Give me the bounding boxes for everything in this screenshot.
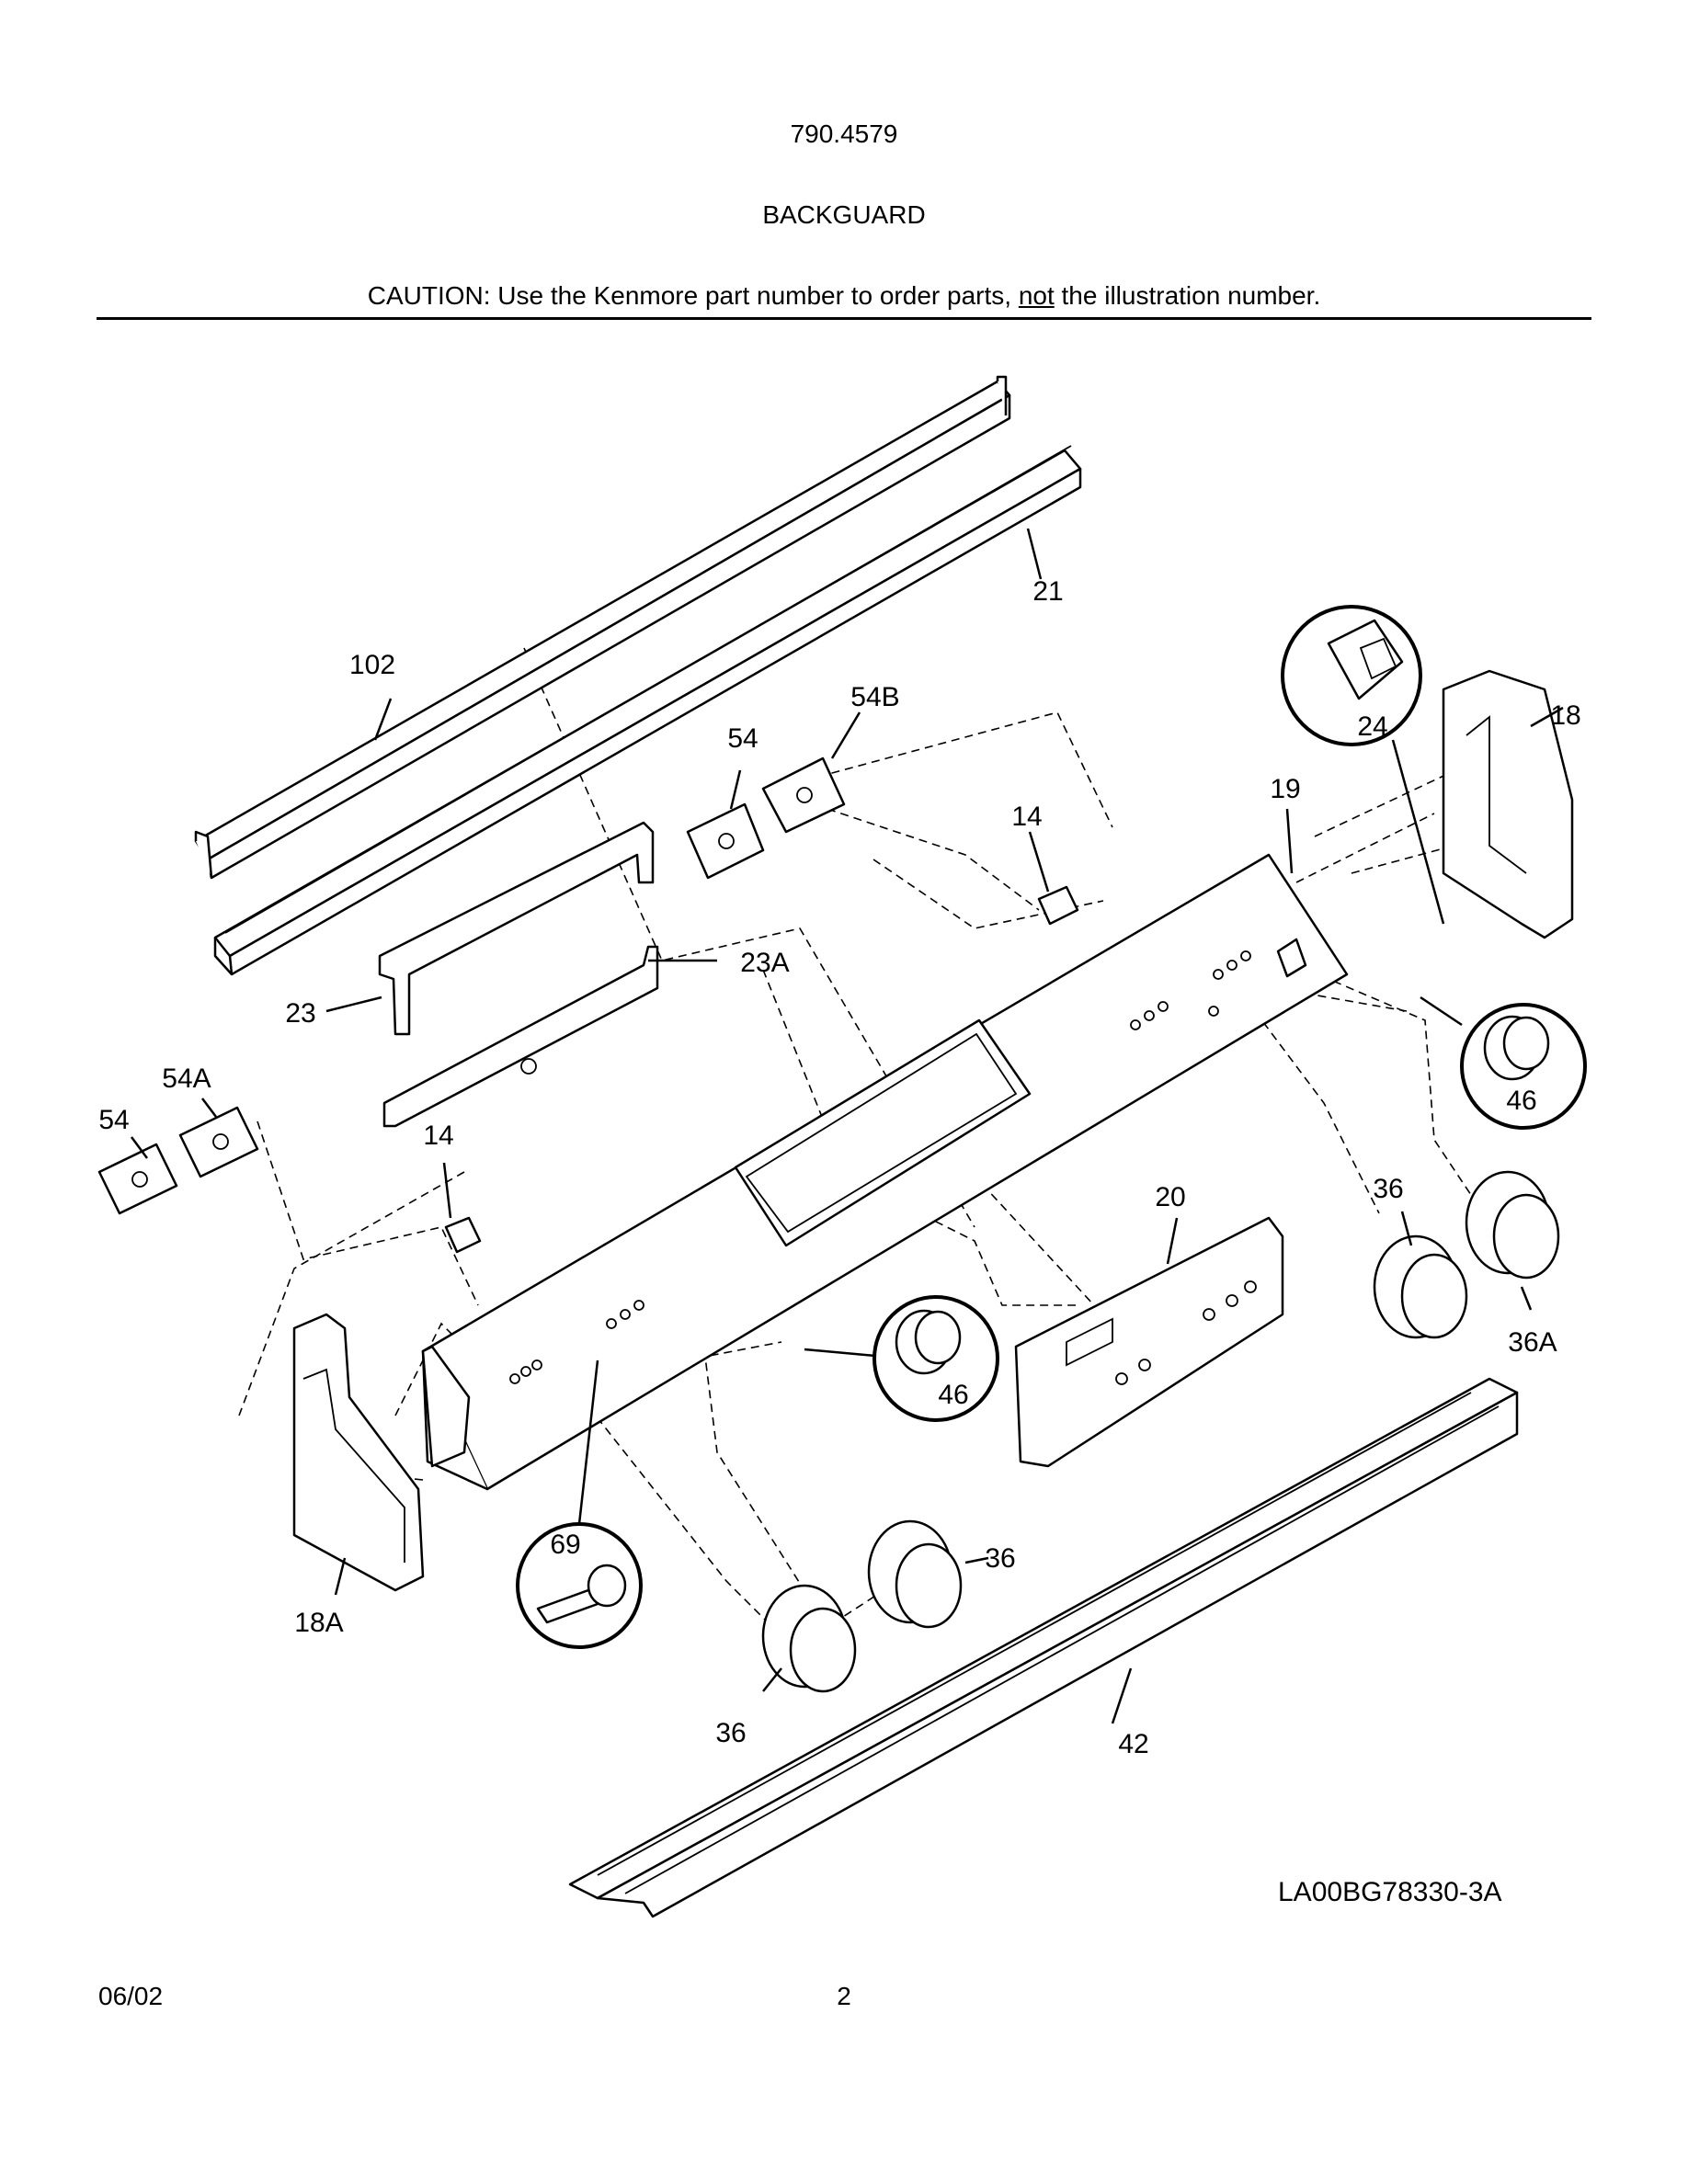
label-part-14-top: 14 <box>1011 802 1042 832</box>
part-23a-bracket <box>382 945 659 1128</box>
footer-date: 06/02 <box>98 1982 164 2010</box>
label-part-36-right: 36 <box>1373 1174 1403 1204</box>
model-number: 790.4579 <box>790 119 898 148</box>
label-part-23a: 23A <box>740 948 789 978</box>
label-part-46-center: 46 <box>938 1380 968 1410</box>
label-part-36a: 36A <box>1508 1327 1557 1358</box>
part-36-knob-center <box>867 1519 963 1629</box>
part-36-knob-bottom <box>761 1584 857 1693</box>
part-21-channel <box>213 445 1082 976</box>
part-102-rail <box>194 375 1011 880</box>
part-14-clip-top <box>1037 885 1079 926</box>
part-18-end-cap <box>1442 669 1574 939</box>
caution-notice: CAUTION: Use the Kenmore part number to … <box>0 281 1688 311</box>
label-part-36-center: 36 <box>985 1543 1015 1574</box>
label-part-24: 24 <box>1357 711 1387 742</box>
part-54a-switch <box>178 1106 259 1178</box>
label-part-36-bottom: 36 <box>715 1718 746 1748</box>
part-36-knob-right <box>1373 1234 1468 1339</box>
page-number: 2 <box>837 1982 851 2010</box>
label-part-69: 69 <box>550 1530 580 1560</box>
label-part-54-top: 54 <box>727 723 758 754</box>
caution-suffix: the illustration number. <box>1054 281 1321 310</box>
callout-24 <box>1281 605 1445 925</box>
label-part-18: 18 <box>1550 700 1580 731</box>
callout-46-center <box>804 1295 999 1422</box>
label-part-21: 21 <box>1032 576 1063 607</box>
caution-emphasis: not <box>1018 281 1055 310</box>
callout-46-right <box>1420 995 1587 1130</box>
label-part-54b: 54B <box>850 682 899 712</box>
part-23-bracket <box>378 821 655 1036</box>
label-part-46-right: 46 <box>1506 1086 1536 1116</box>
label-part-42: 42 <box>1118 1729 1148 1759</box>
callout-69 <box>516 1359 643 1649</box>
label-part-54-left: 54 <box>98 1105 129 1135</box>
label-part-23: 23 <box>285 998 315 1029</box>
part-54-switch-left <box>97 1143 178 1215</box>
part-20-control-board <box>1014 1216 1284 1468</box>
leader-lines <box>130 528 1564 1724</box>
caution-prefix: CAUTION: Use the Kenmore part number to … <box>367 281 1019 310</box>
part-14-clip-left <box>444 1216 482 1254</box>
label-part-102: 102 <box>349 650 395 680</box>
section-title: BACKGUARD <box>762 200 926 229</box>
header-rule <box>97 317 1591 320</box>
label-part-14-left: 14 <box>423 1120 453 1151</box>
part-18a-end-cap <box>292 1313 425 1592</box>
label-part-20: 20 <box>1155 1182 1185 1212</box>
part-19-backguard-panel <box>421 853 1349 1491</box>
label-part-19: 19 <box>1270 774 1300 804</box>
part-42-trim <box>568 1377 1519 1918</box>
part-36a-knob <box>1465 1170 1560 1280</box>
drawing-code: LA00BG78330-3A <box>1278 1877 1502 1907</box>
label-part-18a: 18A <box>294 1608 343 1638</box>
part-54b-switch <box>761 756 846 834</box>
part-54-switch-top <box>686 802 765 880</box>
label-part-54a: 54A <box>162 1064 211 1094</box>
